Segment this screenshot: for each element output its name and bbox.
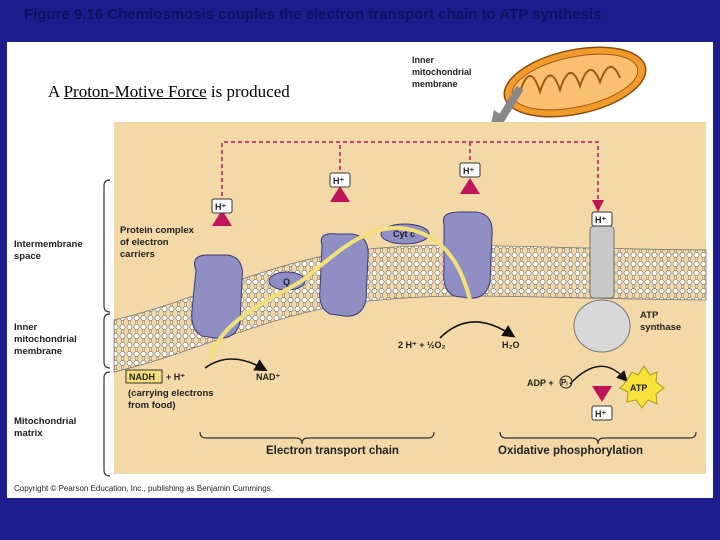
adp-label: ADP + [527,378,554,388]
lipid-bilayer [113,245,707,373]
nadh-label: NADH [129,372,155,382]
q-label: Q [283,277,290,287]
electron-transport-chain-label: Electron transport chain [266,445,399,457]
h-plus-1: H⁺ [215,202,226,212]
carrying-electrons-label: (carrying electrons from food) [128,388,216,411]
h-plus-2: H⁺ [333,176,344,186]
atp-synthase-label: ATP synthase [640,310,681,333]
matrix-label: Mitochondrial matrix [14,416,79,439]
proton-return-path [221,141,604,212]
phosphate-label: Pᵢ [561,378,567,387]
water-arrow [439,321,516,339]
slide-subtitle: A Proton-Motive Force is produced [48,82,290,102]
atp-starburst [619,365,665,409]
nad-label: NAD⁺ [256,372,280,382]
water-label: H₂O [502,340,520,350]
phosphate-circle [559,375,573,389]
h-plus-4: H⁺ [595,215,606,225]
etc-brace [199,431,435,445]
oxphos-brace [499,431,697,445]
subtitle-prefix: A [48,82,60,101]
region-braces [103,179,111,477]
proton-return-branches [339,142,471,170]
protein-complex-label: Protein complex of electron carriers [120,225,197,260]
nadh-box [125,369,163,384]
atp-label: ATP [630,383,647,393]
h-plus-3: H⁺ [463,166,474,176]
proton-pump-arrows [212,178,612,402]
h-plus-badges: H⁺ H⁺ H⁺ H⁺ H⁺ [211,162,613,421]
oxidative-phosphorylation-label: Oxidative phosphorylation [498,445,643,457]
subtitle-suffix: is produced [210,82,290,101]
h-plus-5: H⁺ [595,409,606,419]
copyright-notice: Copyright © Pearson Education, Inc., pub… [14,484,273,493]
nadh-arrow [204,358,268,372]
subtitle-emphasis: Proton-Motive Force [63,82,207,101]
water-reaction-label: 2 H⁺ + ½O₂ [398,340,446,350]
nadh-plus-label: + H⁺ [166,372,185,382]
slide-title: Figure 9.16 Chemiosmosis couples the ele… [24,6,602,23]
inner-membrane-side-label: Inner mitochondrial membrane [14,322,79,357]
mitochondrion-icon [503,46,647,118]
cyt-c-label: Cyt c [393,229,415,239]
inner-membrane-label: Inner mitochondrial membrane [412,55,474,89]
intermembrane-space-label: Intermembrane space [14,239,85,262]
atp-arrow [569,365,628,385]
